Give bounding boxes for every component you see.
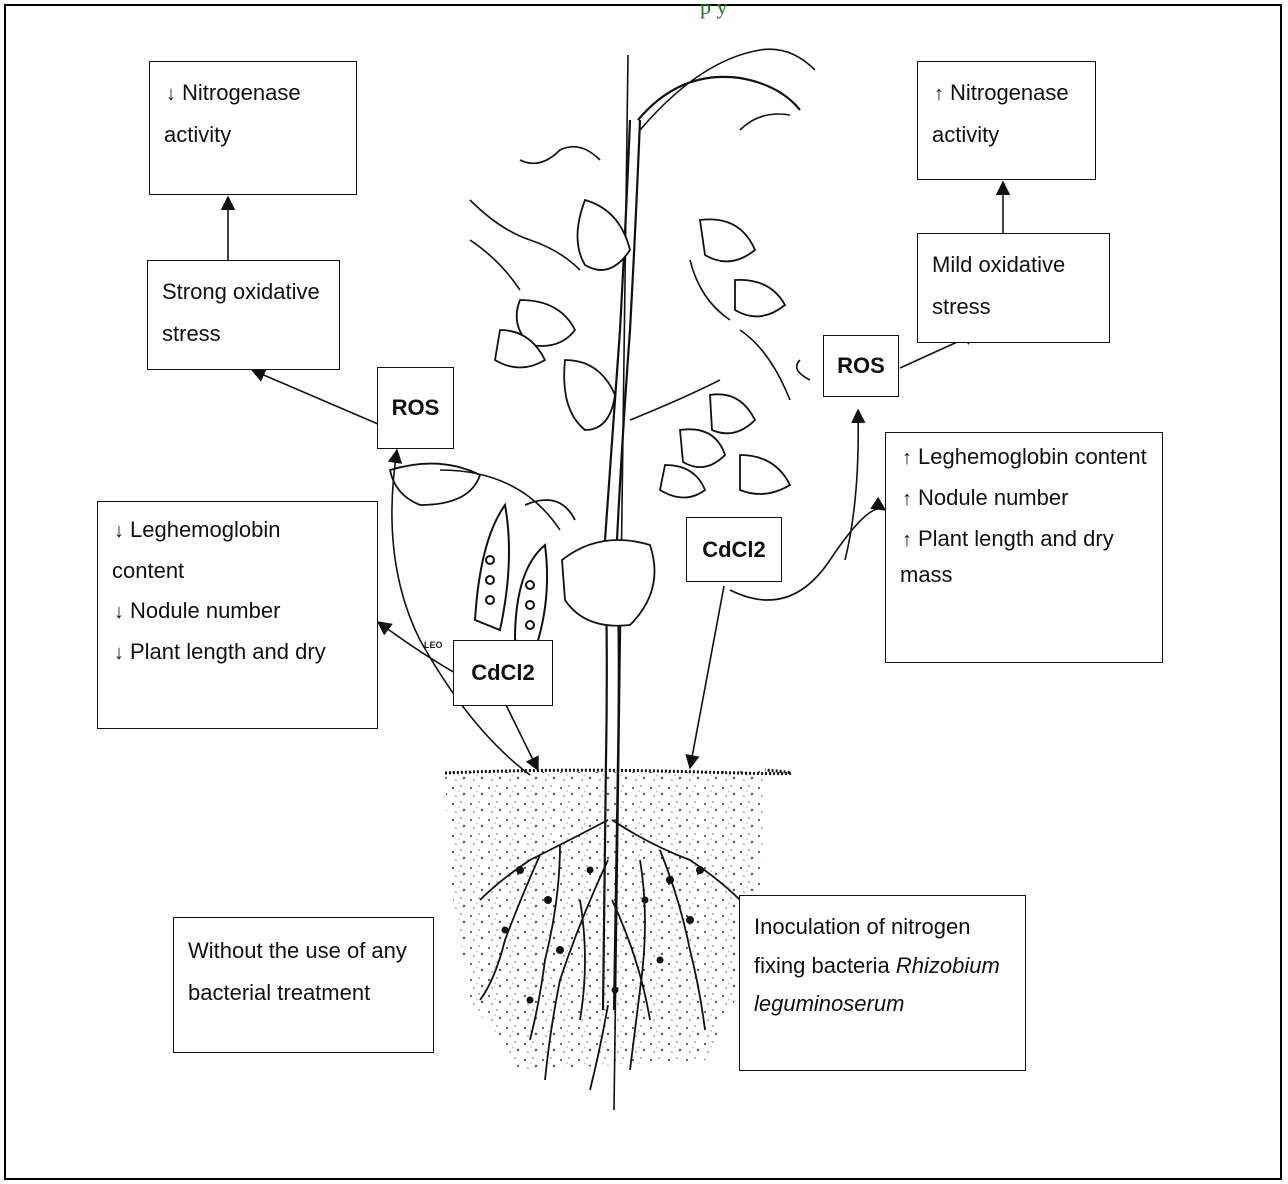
left-ros-label: ROS: [392, 387, 440, 429]
left-oxidative-stress-box: Strong oxidative stress: [147, 260, 340, 370]
right-oxidative-stress-box: Mild oxidative stress: [917, 233, 1110, 343]
right-treatment-genus: Rhizobium: [896, 953, 1000, 978]
right-nodule-label: Nodule number: [918, 485, 1068, 510]
up-arrow-icon: ↑: [932, 75, 946, 113]
up-arrow-icon: ↑: [900, 483, 914, 515]
pea-pods: [475, 505, 547, 650]
left-plant-label: Plant length and dry: [130, 639, 326, 664]
right-treatment-box: Inoculation of nitrogen fixing bacteria …: [739, 895, 1026, 1071]
right-nitrogenase-line1: Nitrogenase: [950, 80, 1069, 105]
left-ros-box: ROS: [377, 367, 454, 449]
left-nitrogenase-line1: Nitrogenase: [182, 80, 301, 105]
right-treatment-line1: Inoculation of nitrogen: [754, 908, 1011, 947]
left-nodule-label: Nodule number: [130, 598, 280, 623]
left-leghemoglobin-label: Leghemoglobin: [130, 517, 280, 542]
right-plant-line2: mass: [900, 557, 1148, 592]
left-leghemoglobin-line2: content: [112, 551, 363, 592]
left-treatment-line2: bacterial treatment: [188, 972, 419, 1014]
illustration-small-label: LEO: [424, 640, 443, 650]
right-ros-label: ROS: [837, 345, 885, 387]
left-nitrogenase-line2: activity: [164, 114, 342, 156]
right-oxidative-line1: Mild oxidative: [932, 244, 1095, 286]
left-treatment-line1: Without the use of any: [188, 930, 419, 972]
left-oxidative-line1: Strong oxidative: [162, 271, 325, 313]
right-treatment-species: leguminoserum: [754, 985, 1011, 1024]
left-cdcl2-label: CdCl2: [471, 652, 535, 694]
up-arrow-icon: ↑: [900, 524, 914, 556]
right-cdcl2-label: CdCl2: [702, 529, 766, 571]
right-cdcl2-box: CdCl2: [686, 517, 782, 582]
right-treatment-line2-prefix: fixing bacteria: [754, 953, 896, 978]
down-arrow-icon: ↓: [112, 635, 126, 672]
left-oxidative-line2: stress: [162, 313, 325, 355]
down-arrow-icon: ↓: [112, 594, 126, 631]
left-cdcl2-box: CdCl2: [453, 640, 553, 706]
down-arrow-icon: ↓: [164, 75, 178, 113]
left-treatment-box: Without the use of any bacterial treatme…: [173, 917, 434, 1053]
right-nitrogenase-line2: activity: [932, 114, 1081, 156]
left-effects-box: ↓Leghemoglobin content ↓Nodule number ↓P…: [97, 501, 378, 729]
up-arrow-icon: ↑: [900, 442, 914, 474]
right-plant-label: Plant length and dry: [918, 526, 1114, 551]
down-arrow-icon: ↓: [112, 513, 126, 550]
right-effects-box: ↑Leghemoglobin content ↑Nodule number ↑P…: [885, 432, 1163, 663]
right-oxidative-line2: stress: [932, 286, 1095, 328]
right-nitrogenase-box: ↑Nitrogenase activity: [917, 61, 1096, 180]
right-ros-box: ROS: [823, 335, 899, 397]
left-nitrogenase-box: ↓Nitrogenase activity: [149, 61, 357, 195]
right-leghemoglobin-label: Leghemoglobin content: [918, 444, 1147, 469]
